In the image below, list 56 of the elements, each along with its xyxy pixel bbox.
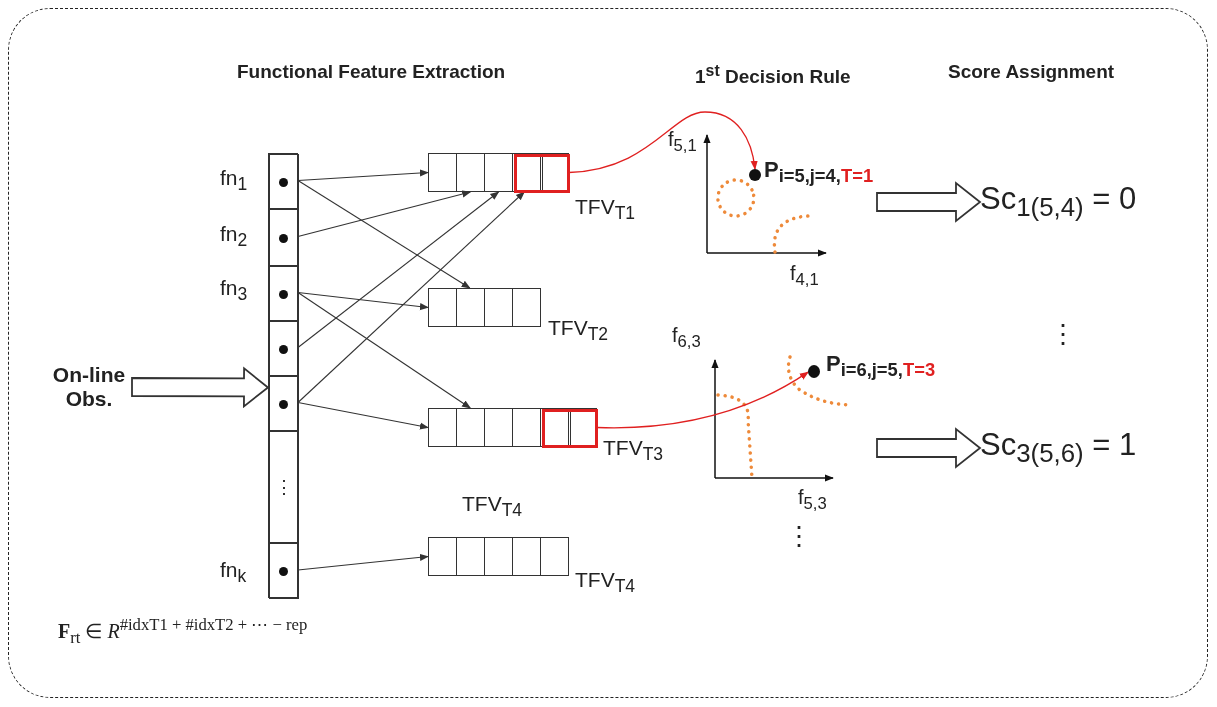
dimension-formula: F$_{rt}$ ∈ R$^{#idxT1 + #idxT2 + ⋯ − rep}$ [58, 616, 308, 647]
feature-vector [428, 537, 569, 576]
block-arrow [876, 181, 982, 223]
feature-cell [269, 154, 299, 209]
axis-label: f$_{4,1}$ [790, 262, 819, 290]
column-heading: 1$^{st}$ Decision Rule [695, 62, 851, 89]
feature-vector [428, 153, 569, 192]
feature-label: fn$_{1}$ [220, 166, 248, 195]
vector-label: TFV$_{T1}$ [575, 195, 636, 224]
arrow [297, 291, 429, 311]
feature-cell [269, 209, 299, 266]
data-point [808, 365, 820, 378]
input-label: On-line Obs. [46, 362, 132, 412]
vector-label: TFV$_{T2}$ [548, 316, 609, 345]
arrow [297, 291, 471, 409]
arrow [297, 190, 472, 238]
point-label: P$_{i=6,j=5,}$ [826, 352, 903, 381]
vector-label: TFV$_{T4}$ [462, 492, 523, 521]
feature-label: fn$_{2}$ [220, 222, 248, 251]
arrow [297, 553, 429, 571]
arrow [297, 191, 525, 404]
vector-label: TFV$_{T3}$ [603, 436, 664, 465]
ellipsis: ⋮ [1050, 320, 1076, 349]
ellipsis-cell: ⋮ [269, 431, 299, 543]
data-point [749, 169, 761, 181]
column-heading: Functional Feature Extraction [237, 62, 506, 83]
feature-vector [428, 408, 597, 447]
feature-vector [428, 288, 541, 327]
ellipsis: ⋮ [786, 522, 812, 551]
column-heading: Score Assignment [948, 62, 1115, 83]
arrow [297, 179, 471, 289]
arrow [297, 401, 429, 430]
point-label: T=3 [903, 358, 936, 381]
block-arrow [131, 366, 270, 409]
feature-cell [269, 543, 299, 599]
feature-cell [269, 376, 299, 431]
arrow [297, 191, 500, 349]
feature-label: fn$_{3}$ [220, 276, 248, 305]
arrow [297, 169, 429, 182]
axis-label: f$_{5,3}$ [798, 486, 827, 514]
score-formula: Sc$_{1(5,4)}$ = 0 [980, 180, 1170, 224]
curved-arrow [596, 371, 809, 429]
highlighted-cells [542, 409, 598, 448]
block-arrow [876, 427, 982, 469]
point-label: P$_{i=5,j=4,}$ [764, 158, 841, 187]
point-label: T=1 [841, 164, 874, 187]
feature-cell [269, 321, 299, 376]
feature-column [268, 153, 298, 598]
feature-cell [269, 266, 299, 321]
highlighted-cells [514, 154, 570, 193]
curved-arrow [568, 111, 758, 174]
axis-label: f$_{6,3}$ [672, 324, 701, 352]
feature-label: fn$_{k}$ [220, 558, 247, 587]
vector-label: TFV$_{T4}$ [575, 568, 636, 597]
score-formula: Sc$_{3(5,6)}$ = 1 [980, 426, 1170, 470]
axis-label: f$_{5,1}$ [668, 128, 697, 156]
